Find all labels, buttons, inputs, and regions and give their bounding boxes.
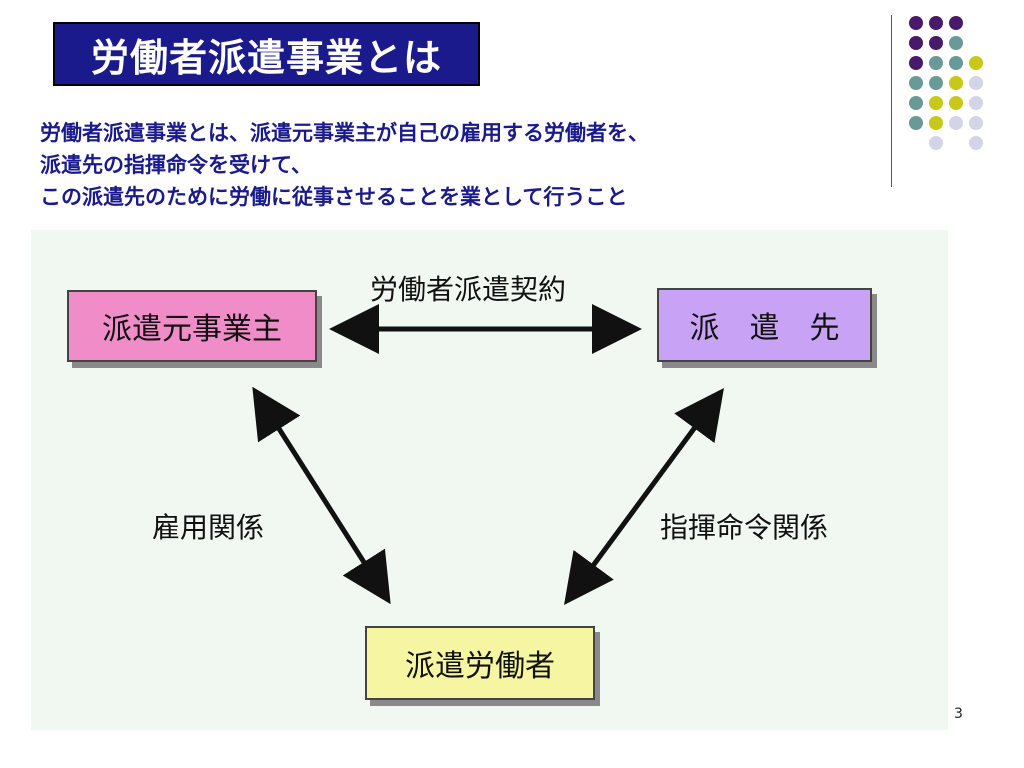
decorative-dot-grid [905,12,1015,172]
lead-line: 労働者派遣事業とは、派遣元事業主が自己の雇用する労働者を、 [40,121,649,145]
node-dispatch-origin: 派遣元事業主 [67,290,317,362]
decorative-dot [929,56,943,70]
decorative-dot [969,56,983,70]
decorative-dot [929,96,943,110]
label-employment-relationship: 雇用関係 [152,511,265,544]
employment-relationship-arrow [252,386,391,605]
decorative-dot [929,76,943,90]
relationship-arrows [252,304,724,606]
label-command-relationship: 指揮命令関係 [660,511,829,544]
slide-title: 労働者派遣事業とは [53,22,480,86]
decorative-dot [949,116,963,130]
decorative-dot [909,96,923,110]
lead-text: 労働者派遣事業とは、派遣元事業主が自己の雇用する労働者を、 派遣先の指揮命令を受… [40,117,880,213]
decorative-dot [909,36,923,50]
decorative-dot [929,116,943,130]
decorative-dot [909,56,923,70]
node-dispatched-worker: 派遣労働者 [365,626,595,700]
lead-line: 派遣先の指揮命令を受けて、 [40,153,312,177]
node-dispatch-destination: 派 遣 先 [657,288,872,362]
lead-line: この派遣先のために労働に従事させることを業として行うこと [40,185,628,209]
decorative-dot [969,116,983,130]
decorative-dot [929,136,943,150]
decorative-dot [949,36,963,50]
decorative-dot [969,76,983,90]
dispatch-diagram: 派遣元事業主 派 遣 先 派遣労働者 労働者派遣契約 雇用関係 指揮命令関係 [31,230,948,730]
decorative-dot [969,136,983,150]
decorative-dot [949,76,963,90]
decorative-divider-line [891,15,892,187]
label-dispatch-contract: 労働者派遣契約 [370,273,567,306]
decorative-dot [949,96,963,110]
decorative-dot [949,16,963,30]
command-relationship-arrow [564,387,724,606]
page-number: 3 [954,706,963,722]
decorative-dot [909,76,923,90]
decorative-dot [929,36,943,50]
decorative-dot [969,96,983,110]
decorative-dot [909,116,923,130]
decorative-dot [909,16,923,30]
decorative-dot [949,56,963,70]
decorative-dot [929,16,943,30]
